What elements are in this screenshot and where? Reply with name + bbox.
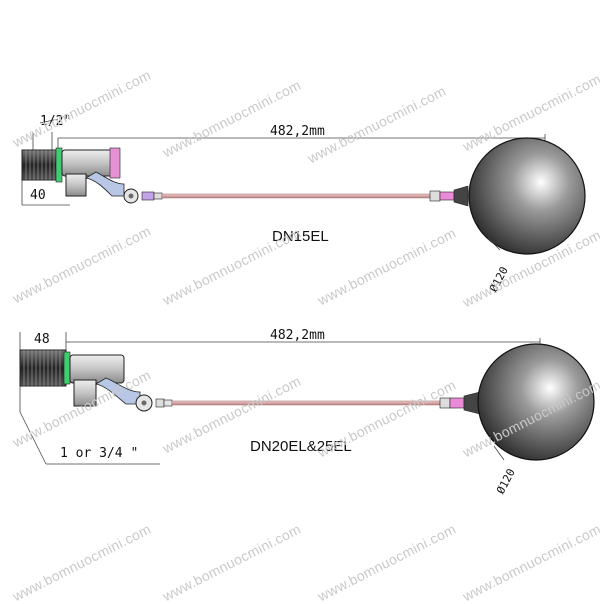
bottom-float-ball xyxy=(477,343,595,461)
top-total-length-label: 482,2mm xyxy=(270,124,325,139)
top-valve-body xyxy=(61,147,163,204)
top-thread-length-label: 40 xyxy=(30,188,46,203)
bottom-threaded-inlet xyxy=(19,349,71,387)
bottom-dimension-lines xyxy=(19,332,541,465)
top-float-ball xyxy=(468,137,586,255)
top-model-label: DN15EL xyxy=(272,228,329,245)
top-threaded-inlet xyxy=(21,147,63,183)
bottom-valve-body xyxy=(69,354,173,412)
bottom-pipe-size-label: 1 or 3/4 " xyxy=(60,446,139,461)
bottom-thread-length-label: 48 xyxy=(34,332,50,347)
top-pipe-size-label: 1/2" xyxy=(40,114,72,129)
top-float-rod xyxy=(161,193,433,199)
top-ball-connector xyxy=(429,185,469,207)
bottom-model-label: DN20EL&25EL xyxy=(250,438,352,455)
bottom-total-length-label: 482,2mm xyxy=(270,328,325,343)
bottom-ball-connector xyxy=(439,391,481,415)
